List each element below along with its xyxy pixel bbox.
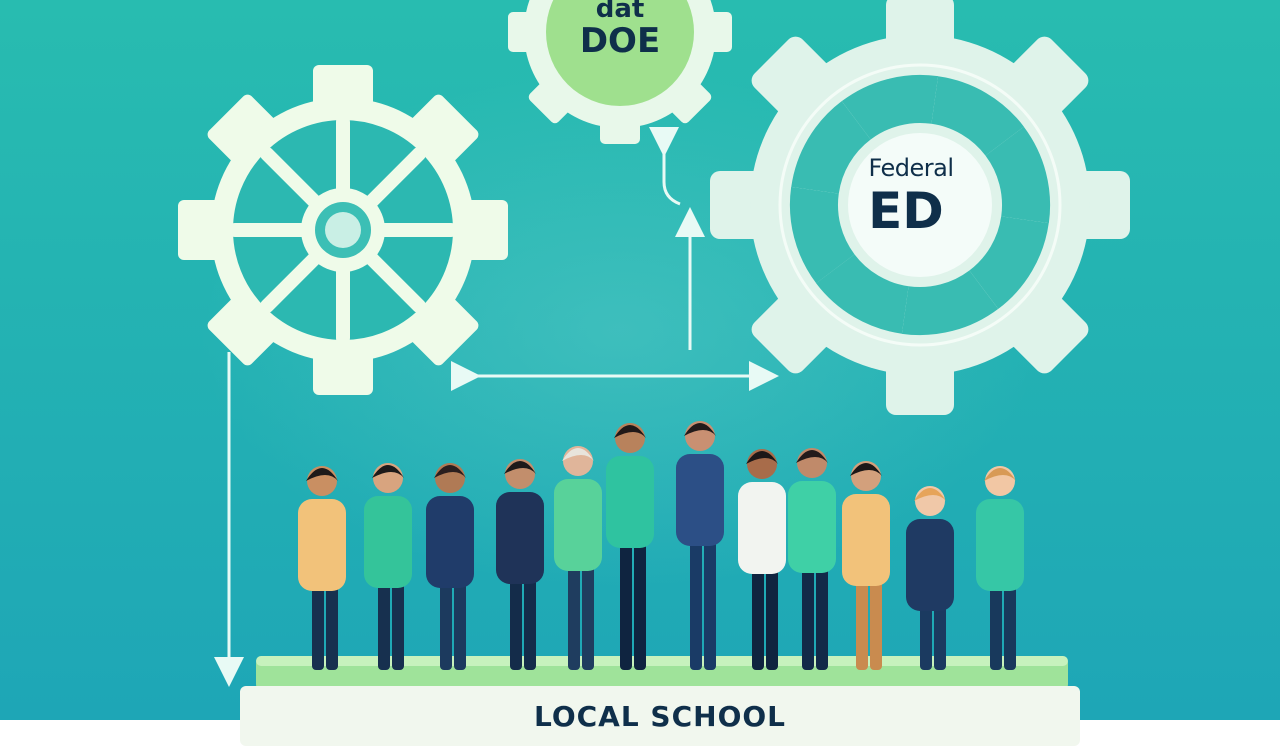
federal-ed-gear-icon (710, 0, 1130, 415)
person-figure (976, 466, 1024, 670)
state-doe-gear-icon (508, 0, 732, 144)
person-figure (788, 448, 836, 670)
state-doe-label-line1: dat (595, 0, 645, 24)
diagram-canvas (0, 0, 1280, 720)
people-group (298, 421, 1024, 670)
person-figure (606, 423, 654, 670)
local-school-label: LOCAL SCHOOL (533, 700, 787, 733)
federal-ed-label-line1: Federal (868, 154, 955, 182)
person-figure (426, 463, 474, 670)
person-figure (496, 459, 544, 670)
federal-ed-label-line2: ED (868, 182, 944, 240)
person-figure (906, 486, 954, 670)
person-figure (676, 421, 724, 670)
person-figure (298, 466, 346, 670)
up-arrow-icon (649, 127, 705, 350)
person-figure (842, 461, 890, 670)
person-figure (738, 449, 786, 670)
person-figure (364, 463, 412, 670)
local-gear-icon (178, 65, 508, 395)
platform-highlight (256, 656, 1068, 666)
state-doe-label-line2: DOE (579, 21, 661, 61)
person-figure (554, 446, 602, 670)
